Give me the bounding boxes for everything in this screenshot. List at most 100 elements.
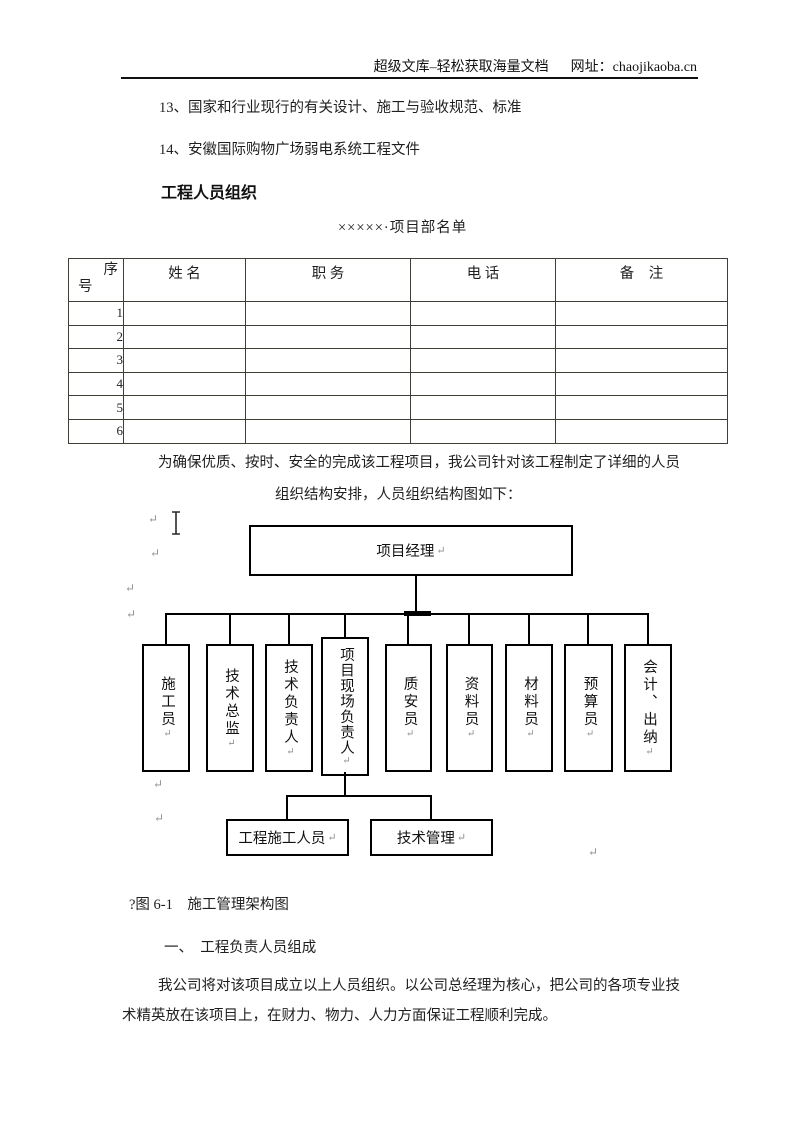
connector-line (288, 615, 290, 645)
intro-line-1: 为确保优质、按时、安全的完成该工程项目，我公司针对该工程制定了详细的人员 (158, 455, 680, 471)
row-number: 2 (68, 324, 124, 350)
paragraph-mark: ↵ (125, 581, 136, 595)
paragraph-mark: ↵ (465, 728, 477, 740)
paragraph-mark: ↵ (643, 746, 655, 758)
empty-cell (555, 324, 728, 350)
table-row: 1 (68, 301, 728, 326)
org-box-label: 预算员 (581, 676, 598, 729)
table-row: 3 (68, 348, 728, 373)
empty-cell (245, 324, 411, 350)
paragraph-mark: ↵ (524, 728, 536, 740)
table-row: 4 (68, 371, 728, 397)
org-box-technical-management: 技术管理↵ (370, 819, 493, 856)
empty-cell (123, 395, 246, 420)
paragraph-mark: ↵ (161, 728, 173, 740)
connector-line (430, 797, 432, 819)
org-box-quality-safety: 质安员↵ (385, 644, 432, 772)
subheading: 一、 工程负责人员组成 (164, 940, 317, 956)
paragraph-mark: ↵ (284, 746, 296, 758)
org-box-label: 会计、出纳 (640, 658, 657, 747)
row-number: 5 (68, 395, 124, 420)
empty-cell (410, 418, 556, 444)
paragraph-mark: ↵ (327, 832, 337, 844)
empty-cell (555, 418, 728, 444)
row-number: 3 (68, 348, 124, 373)
empty-cell (123, 301, 246, 326)
table-row: 6 (68, 418, 728, 444)
empty-cell (555, 348, 728, 373)
connector-line (528, 615, 530, 645)
paragraph-mark: ↵ (126, 607, 137, 621)
empty-cell (410, 371, 556, 397)
empty-cell (245, 348, 411, 373)
connector-line (647, 615, 649, 645)
roster-table: 序 号 姓 名 职 务 电 话 备 注 1 2 (68, 258, 728, 444)
body-line-2: 术精英放在该项目上，在财力、物力、人力方面保证工程顺利完成。 (122, 1008, 557, 1024)
paragraph-mark: ↵ (340, 755, 352, 767)
org-box-materials: 材料员↵ (505, 644, 553, 772)
list-item-14: 14、安徽国际购物广场弱电系统工程文件 (159, 142, 420, 158)
roster-table-wrap: 序 号 姓 名 职 务 电 话 备 注 1 2 (68, 258, 728, 444)
roster-title: ×××××·项目部名单 (338, 220, 468, 236)
connector-junction (404, 611, 431, 616)
empty-cell (410, 324, 556, 350)
body-line-1: 我公司将对该项目成立以上人员组织。以公司总经理为核心，把公司的各项专业技 (158, 978, 680, 994)
figure-caption: ?图 6-1 施工管理架构图 (129, 897, 289, 913)
org-box-label: 项目现场负责人 (337, 646, 354, 756)
col-header-name: 姓 名 (123, 258, 246, 302)
paragraph-mark: ↵ (225, 737, 237, 749)
org-box-accountant-cashier: 会计、出纳↵ (624, 644, 672, 772)
col-header-title: 职 务 (245, 258, 411, 302)
connector-line (344, 615, 346, 639)
connector-line (587, 615, 589, 645)
row-number: 6 (68, 418, 124, 444)
org-box-label: 工程施工人员 (238, 831, 326, 847)
table-row: 2 (68, 324, 728, 350)
connector-line (344, 772, 346, 797)
empty-cell (555, 371, 728, 397)
org-box-label: 施工员 (158, 676, 175, 729)
paragraph-mark: ↵ (436, 545, 446, 557)
org-box-documentation: 资料员↵ (446, 644, 493, 772)
section-heading: 工程人员组织 (161, 185, 258, 202)
empty-cell (245, 301, 411, 326)
paragraph-mark: ↵ (404, 728, 416, 740)
org-box-label: 质安员 (401, 676, 418, 729)
paragraph-mark: ↵ (588, 845, 599, 859)
empty-cell (555, 395, 728, 420)
page-header: 超级文库–轻松获取海量文档 网址：chaojikaoba.cn (0, 56, 697, 76)
empty-cell (245, 395, 411, 420)
paragraph-mark: ↵ (154, 811, 165, 825)
empty-cell (123, 324, 246, 350)
org-box-label: 项目经理 (376, 544, 435, 560)
connector-line (165, 615, 167, 645)
header-site-name: 超级文库–轻松获取海量文档 (373, 60, 549, 75)
header-rule (121, 77, 698, 79)
paragraph-mark: ↵ (584, 728, 596, 740)
list-item-13: 13、国家和行业现行的有关设计、施工与验收规范、标准 (159, 100, 522, 116)
paragraph-mark: ↵ (150, 546, 161, 560)
col-header-seq: 序 号 (68, 258, 124, 302)
org-box-budget: 预算员↵ (564, 644, 613, 772)
org-box-site-manager: 项目现场负责人↵ (321, 637, 369, 776)
table-header-row: 序 号 姓 名 职 务 电 话 备 注 (68, 258, 728, 302)
empty-cell (245, 371, 411, 397)
org-box-label: 材料员 (521, 676, 538, 729)
row-number: 4 (68, 371, 124, 397)
connector-line (286, 797, 288, 819)
paragraph-mark: ↵ (153, 777, 164, 791)
intro-line-2: 组织结构安排，人员组织结构图如下： (275, 487, 522, 503)
org-box-label: 技术管理 (396, 831, 455, 847)
org-box-label: 技术总监 (222, 667, 239, 738)
empty-cell (410, 395, 556, 420)
empty-cell (555, 301, 728, 326)
org-box-construction-staff: 工程施工人员↵ (226, 819, 349, 856)
table-row: 5 (68, 395, 728, 420)
org-box-constructor: 施工员↵ (142, 644, 190, 772)
header-site-url: 网址：chaojikaoba.cn (570, 60, 697, 75)
empty-cell (123, 418, 246, 444)
empty-cell (410, 348, 556, 373)
connector-line (229, 615, 231, 645)
col-header-note: 备 注 (555, 258, 728, 302)
